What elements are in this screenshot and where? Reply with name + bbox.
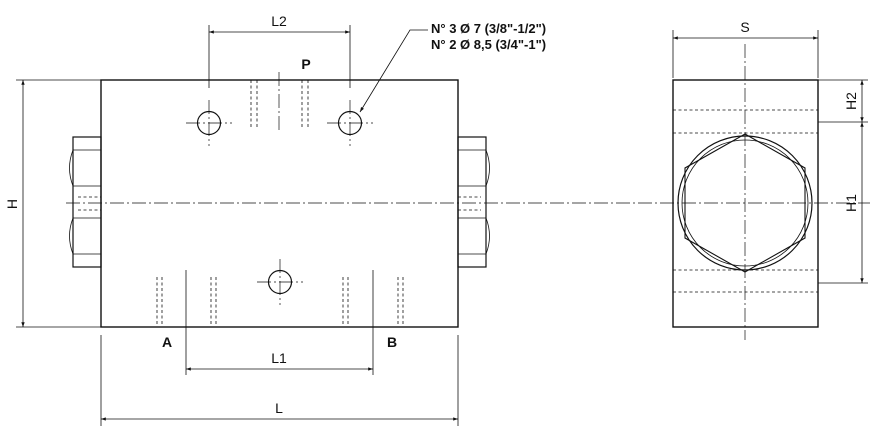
port-b-label: B <box>387 334 397 350</box>
hole-note-line2: N° 2 Ø 8,5 (3/4"-1") <box>431 37 546 52</box>
front-view <box>66 72 870 375</box>
left-hex-fitting <box>69 136 102 268</box>
dimension-l2-label: L2 <box>271 13 287 29</box>
dimension-l1-label: L1 <box>271 350 287 366</box>
mounting-hole-top-left <box>186 100 232 146</box>
dimension-h: H <box>4 79 101 328</box>
right-hex-fitting <box>457 136 490 268</box>
dimension-h-label: H <box>4 199 20 209</box>
hole-note-line1: N° 3 Ø 7 (3/8"-1/2") <box>431 21 546 36</box>
dimension-l1: L1 <box>186 350 373 371</box>
dimension-h1: H1 <box>818 122 868 284</box>
port-p-hidden-lines <box>250 72 309 130</box>
port-a-label: A <box>162 334 172 350</box>
dimension-s-label: S <box>740 19 749 35</box>
mounting-hole-top-right <box>327 100 373 146</box>
port-a-hidden-lines <box>156 270 217 375</box>
dimension-l-label: L <box>275 400 283 416</box>
valve-body-front <box>100 79 459 328</box>
dimension-h2-label: H2 <box>843 92 859 110</box>
dimension-s: S <box>672 19 819 78</box>
port-b-hidden-lines <box>342 270 404 375</box>
hole-callout: N° 3 Ø 7 (3/8"-1/2") N° 2 Ø 8,5 (3/4"-1"… <box>359 21 546 113</box>
mounting-hole-bottom <box>257 259 303 305</box>
dimension-l2: L2 <box>208 13 351 88</box>
port-p-label: P <box>301 56 310 72</box>
dimension-l: L <box>100 335 459 426</box>
dimension-h2: H2 <box>818 79 868 123</box>
dimension-h1-label: H1 <box>843 194 859 212</box>
valve-body-side <box>672 79 819 328</box>
side-view <box>672 44 819 340</box>
